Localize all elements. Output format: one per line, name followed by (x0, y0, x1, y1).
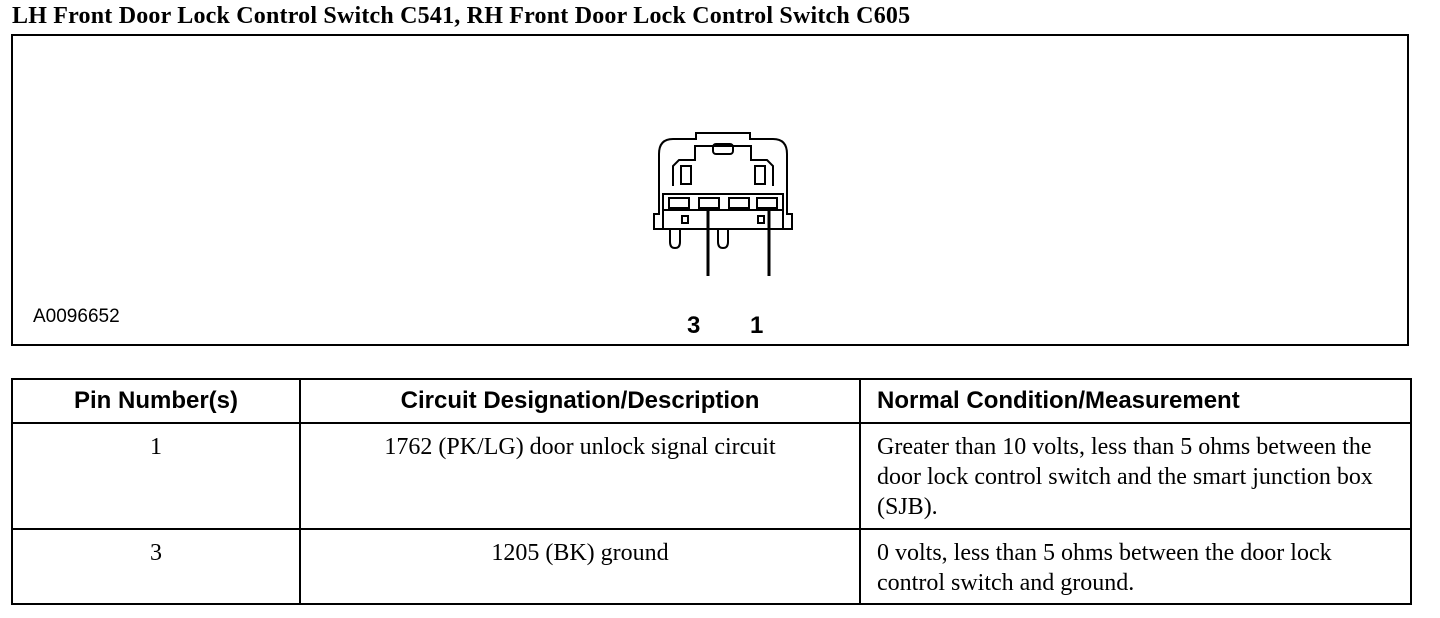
pin-label-3: 3 (687, 312, 701, 339)
header-condition: Normal Condition/Measurement (859, 378, 1412, 424)
table-header-row: Pin Number(s) Circuit Designation/Descri… (11, 378, 1412, 424)
cell-pin: 1 (11, 422, 301, 530)
cell-condition: Greater than 10 volts, less than 5 ohms … (859, 422, 1412, 530)
header-circuit: Circuit Designation/Description (299, 378, 861, 424)
cell-circuit: 1205 (BK) ground (299, 528, 861, 605)
table-row: 1 1762 (PK/LG) door unlock signal circui… (11, 422, 1412, 530)
cell-pin: 3 (11, 528, 301, 605)
cell-condition: 0 volts, less than 5 ohms between the do… (859, 528, 1412, 605)
table-row: 3 1205 (BK) ground 0 volts, less than 5 … (11, 528, 1412, 605)
connector-face-icon (653, 132, 793, 276)
cell-circuit: 1762 (PK/LG) door unlock signal circuit (299, 422, 861, 530)
figure-id: A0096652 (33, 306, 120, 327)
pinout-table: Pin Number(s) Circuit Designation/Descri… (11, 378, 1412, 605)
header-pin-numbers: Pin Number(s) (11, 378, 301, 424)
pin-label-1: 1 (750, 312, 764, 339)
page-title: LH Front Door Lock Control Switch C541, … (12, 3, 911, 29)
connector-figure: 3 1 A0096652 (11, 34, 1409, 346)
